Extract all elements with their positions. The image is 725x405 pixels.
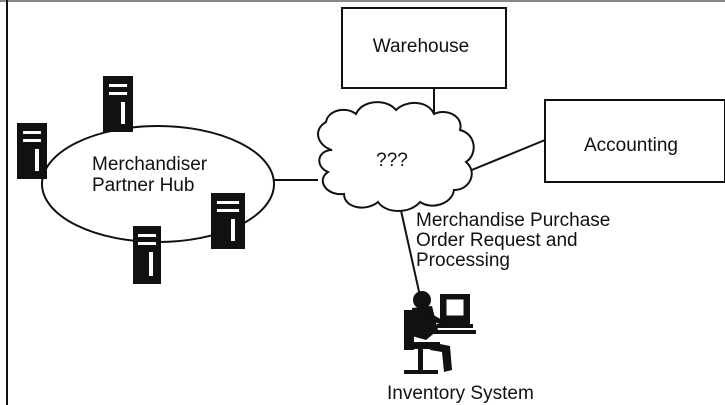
- accounting-label: Accounting: [584, 135, 678, 156]
- server-icon: [211, 193, 245, 249]
- hub-label-line1: Merchandiser: [92, 154, 208, 175]
- inventory-label: Inventory System: [387, 383, 534, 404]
- cloud-label: ???: [376, 150, 408, 171]
- warehouse-label: Warehouse: [373, 36, 469, 57]
- server-icon: [17, 123, 47, 179]
- hub-label-line2: Partner Hub: [92, 175, 194, 196]
- cloud-node: ???: [317, 101, 475, 212]
- accounting-node: Accounting: [544, 99, 725, 183]
- process-label: Merchandise Purchase Order Request and P…: [416, 210, 610, 271]
- connector-cloud-inventory: [399, 205, 421, 297]
- server-icon: [133, 226, 161, 284]
- process-label-line1: Merchandise Purchase: [416, 210, 610, 231]
- process-label-line3: Processing: [416, 250, 510, 271]
- cloud-shape: [317, 101, 475, 212]
- connector-accounting-cloud: [461, 139, 546, 175]
- warehouse-node: Warehouse: [341, 7, 507, 89]
- person-at-computer-icon: [404, 291, 476, 374]
- server-icon: [103, 76, 133, 132]
- process-label-line2: Order Request and: [416, 230, 578, 251]
